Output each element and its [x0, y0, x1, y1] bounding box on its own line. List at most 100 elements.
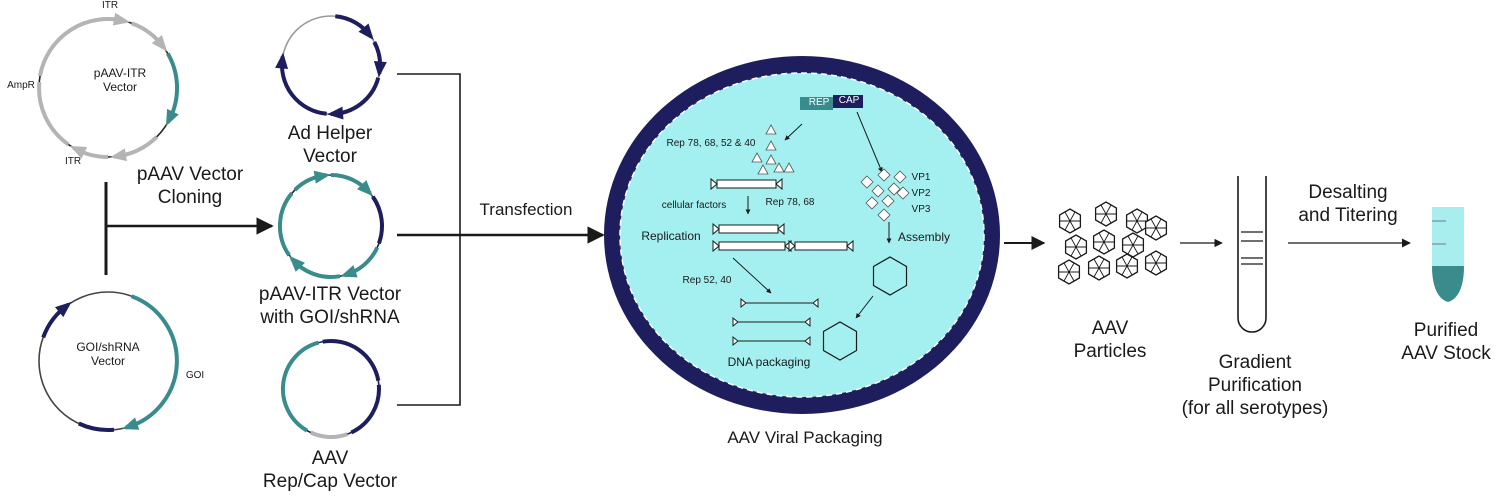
- vp1-label: VP1: [911, 172, 931, 183]
- goi-vector-plasmid-segment: [125, 294, 179, 430]
- assembly-label: Assembly: [897, 230, 950, 244]
- capsid-protein-diamond: [893, 170, 907, 184]
- ad-helper-plasmid-arrowhead: [275, 52, 289, 70]
- stock-label-line2: AAV Stock: [1401, 342, 1491, 364]
- capsid-protein-diamond: [877, 208, 891, 222]
- gradient-label-line1: Gradient: [1218, 352, 1292, 373]
- single-strand-2-itr-right: [804, 316, 811, 328]
- replication-label: Replication: [641, 229, 701, 243]
- pitr-vector-plasmid-arrowhead: [166, 108, 179, 127]
- repcap-plasmid-segment: [309, 430, 349, 439]
- aav-particle-icon: [1125, 208, 1149, 234]
- pitr-vector-plasmid-arrowhead: [112, 12, 130, 26]
- pitr-vector-plasmid-arrowhead: [69, 146, 88, 159]
- gradient-label-line3: (for all serotypes): [1181, 397, 1329, 419]
- repcap-plasmid-segment: [350, 384, 381, 435]
- particles-label-line1: AAV: [1091, 318, 1129, 339]
- stock-label: Purified AAV Stock: [1392, 320, 1500, 366]
- packaging-arrow: [855, 295, 874, 319]
- goi-vector-label-line2: Vector: [90, 354, 126, 369]
- pitr-vector-label-line2: Vector: [102, 80, 138, 95]
- particle-facets: [1146, 218, 1166, 238]
- replicating-genome-1: [712, 222, 785, 236]
- aav-particle-icon: [1087, 255, 1111, 281]
- vp2-label: VP2: [911, 188, 931, 199]
- pitr-vector-plasmid-segment: [38, 17, 127, 77]
- rep-protein-triangle: [757, 164, 769, 175]
- cloning-label: pAAV Vector Cloning: [110, 164, 270, 210]
- pitr-vector-plasmid-segment: [37, 81, 70, 147]
- gradient-label-line2: Purification: [1208, 374, 1302, 396]
- cellular-factors-label: cellular factors: [661, 200, 727, 211]
- pitr-goi-plasmid-segment: [371, 195, 384, 245]
- particle-facets: [1146, 253, 1166, 273]
- ad-helper-plasmid-arrowhead: [373, 60, 387, 78]
- ad-helper-label-line2: Vector: [303, 145, 357, 167]
- rep-protein-triangle: [773, 162, 785, 173]
- itr-bottom-label: ITR: [64, 156, 82, 167]
- goi-vector-plasmid-arrowhead: [122, 417, 140, 430]
- empty-capsid-hexagon: [872, 256, 908, 296]
- ad-helper-plasmid-arrowhead: [327, 106, 344, 120]
- aav-particle-icon: [1057, 259, 1081, 285]
- transfection-label: Transfection: [479, 200, 573, 219]
- repcap-label-line1: AAV: [311, 448, 349, 469]
- particle-facets: [1089, 258, 1109, 278]
- particle-facets: [1096, 204, 1116, 224]
- replicating-genome-1-itr-right: [777, 222, 785, 236]
- desalting-label-line2: and Titering: [1298, 204, 1398, 226]
- single-strand-3-itr-left: [732, 335, 739, 347]
- pitr-goi-plasmid-segment: [277, 191, 294, 257]
- aav-particle-icon: [1094, 201, 1118, 227]
- packaging-label: AAV Viral Packaging: [727, 428, 883, 447]
- pitr-goi-plasmid-arrowhead: [357, 180, 373, 197]
- ampr-label: AmpR: [7, 80, 35, 91]
- cloning-label-line2: Cloning: [157, 186, 223, 208]
- pitr-goi-plasmid-arrowhead: [289, 255, 305, 272]
- aav-particle-icon: [1092, 229, 1116, 255]
- ad-helper-plasmid-arrowhead: [358, 23, 374, 40]
- stock-label-line1: Purified: [1413, 320, 1479, 341]
- rep-78-68-label: Rep 78, 68: [765, 197, 815, 208]
- goi-label: GOI: [185, 370, 205, 381]
- pitr-goi-label-line1: pAAV-ITR Vector: [258, 284, 402, 305]
- single-strand-arrow: [732, 257, 772, 294]
- packaged-capsid-hexagon: [822, 321, 858, 361]
- ad-helper-plasmid-segment: [280, 56, 327, 116]
- aav-particle-icon: [1115, 253, 1139, 279]
- replicating-genome-2-itr-left: [712, 239, 720, 253]
- particle-facets: [1059, 262, 1079, 282]
- rep-protein-triangle: [765, 140, 777, 151]
- repcap-plasmid-segment: [322, 339, 381, 382]
- replicating-genome-3-itr-right: [846, 239, 854, 253]
- aav-particle-icon: [1121, 232, 1145, 258]
- pitr-vector-label-line1: pAAV-ITR: [93, 66, 147, 80]
- single-strand-2: [732, 316, 811, 328]
- aav-particle-icon: [1064, 234, 1088, 260]
- cap-gene-label: CAP: [838, 95, 860, 106]
- rep-proteins-label: Rep 78, 68, 52 & 40: [666, 138, 756, 149]
- pitr-goi-label-line2: with GOI/shRNA: [260, 306, 400, 328]
- template-genome-itr-left: [710, 177, 718, 191]
- ad-helper-label: Ad Helper Vector: [250, 123, 410, 169]
- ad-helper-plasmid-segment: [330, 77, 381, 116]
- pitr-goi-plasmid-arrowhead: [313, 170, 331, 184]
- replicating-genome-1-itr-left: [712, 222, 720, 236]
- particle-facets: [1066, 237, 1086, 257]
- goi-vector-plasmid-segment: [77, 421, 115, 432]
- repcap-plasmid-segment: [280, 340, 320, 433]
- rep-protein-triangle: [765, 154, 777, 165]
- capsid-protein-diamond: [887, 182, 901, 196]
- particle-facets: [1094, 232, 1114, 252]
- single-strand-1-itr-right: [812, 297, 819, 309]
- capsid-protein-diamond: [877, 168, 891, 182]
- template-genome: [710, 177, 783, 191]
- pitr-vector-plasmid-arrowhead: [110, 148, 127, 162]
- gradient-label: Gradient Purification (for all serotypes…: [1160, 352, 1350, 420]
- rep-gene-label: REP: [808, 97, 830, 108]
- aav-particle-icon: [1058, 208, 1082, 234]
- rep-expression-arrow: [784, 123, 803, 141]
- particles-label: AAV Particles: [1055, 318, 1165, 364]
- goi-vector-label: GOI/shRNA Vector: [58, 340, 158, 369]
